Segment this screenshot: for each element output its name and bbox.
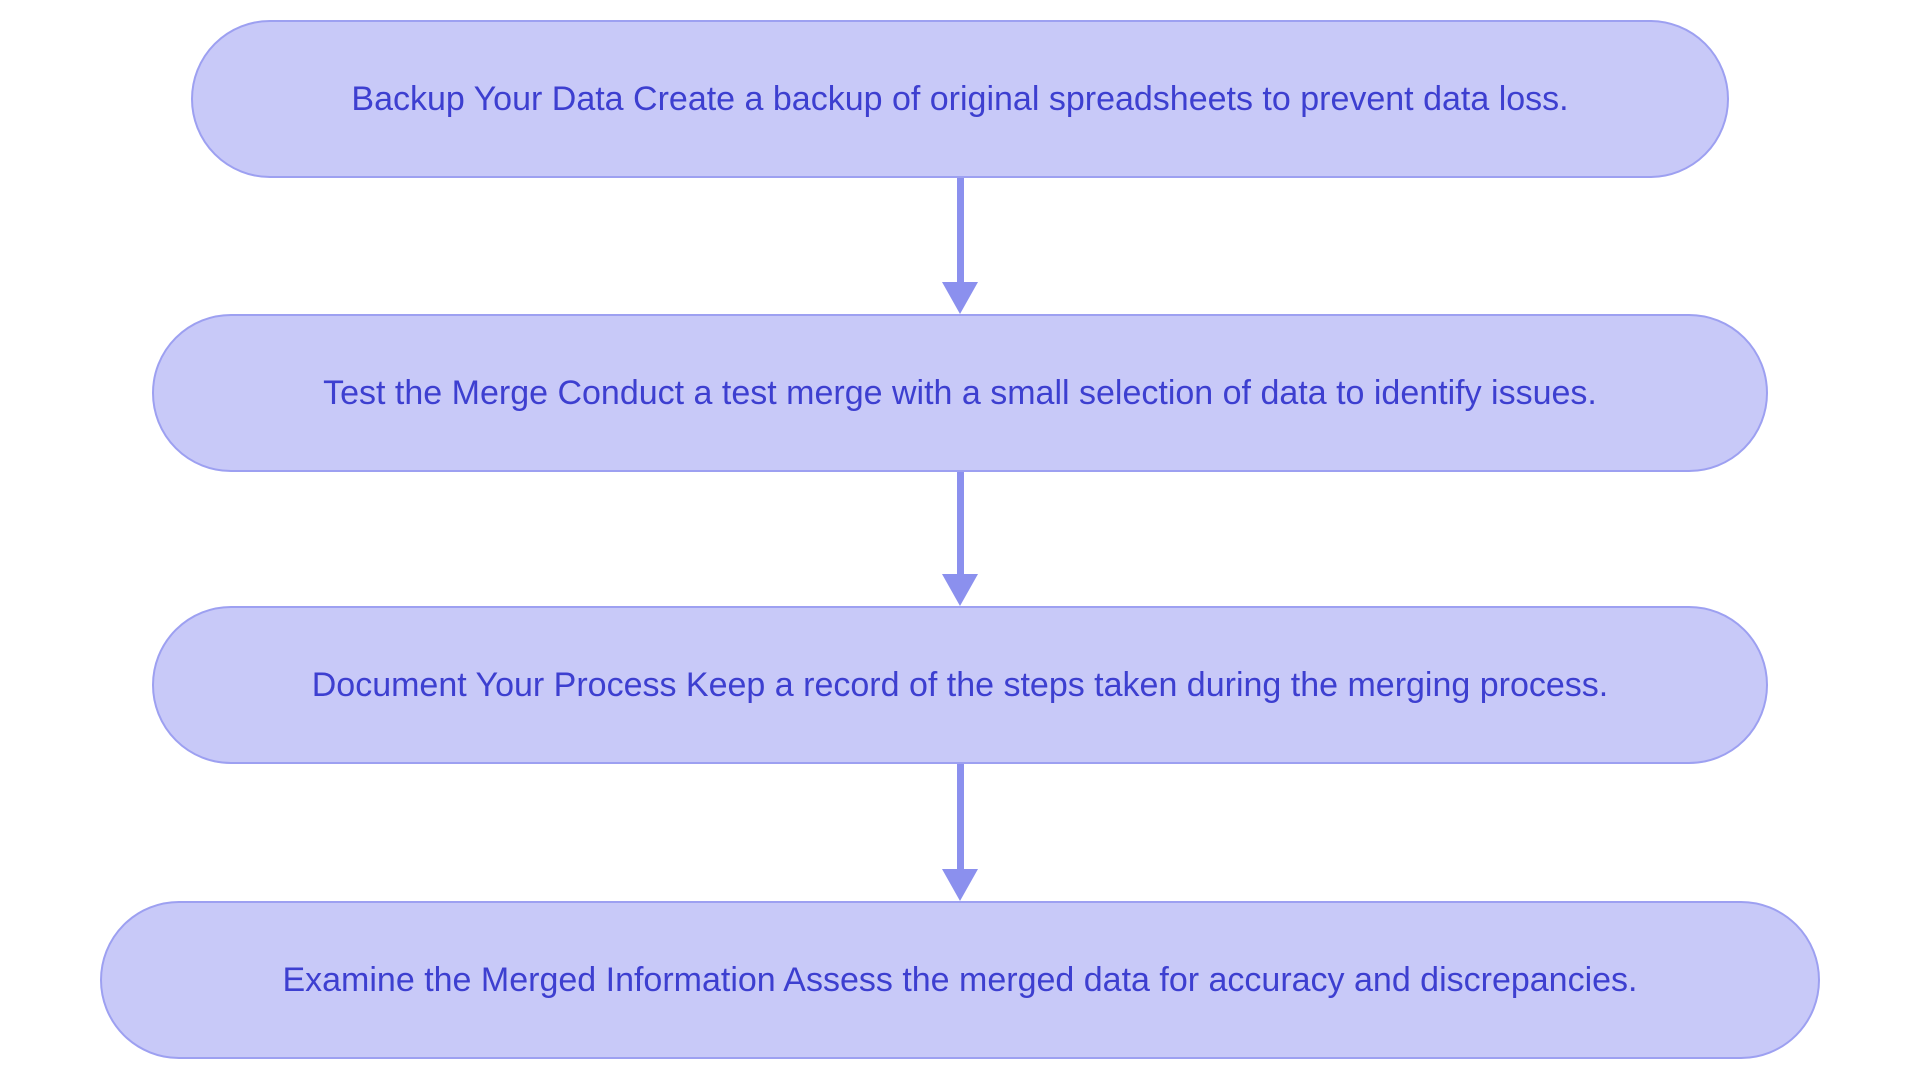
arrow-down-icon (942, 574, 978, 606)
arrow-down-icon (942, 869, 978, 901)
flow-node-label: Backup Your Data Create a backup of orig… (351, 79, 1569, 118)
flow-node-label: Test the Merge Conduct a test merge with… (323, 373, 1597, 412)
flow-arrow-2 (942, 472, 978, 606)
flow-arrow-1 (942, 178, 978, 314)
arrow-shaft (956, 472, 964, 574)
flow-node-label: Examine the Merged Information Assess th… (282, 960, 1638, 999)
flow-node-examine-merged-information: Examine the Merged Information Assess th… (100, 901, 1820, 1059)
flow-node-backup-your-data: Backup Your Data Create a backup of orig… (191, 20, 1729, 178)
arrow-down-icon (942, 282, 978, 314)
flow-node-test-the-merge: Test the Merge Conduct a test merge with… (152, 314, 1768, 472)
arrow-shaft (956, 178, 964, 282)
flow-node-document-your-process: Document Your Process Keep a record of t… (152, 606, 1768, 764)
flow-arrow-3 (942, 764, 978, 901)
arrow-shaft (956, 764, 964, 869)
flow-node-label: Document Your Process Keep a record of t… (311, 665, 1609, 704)
